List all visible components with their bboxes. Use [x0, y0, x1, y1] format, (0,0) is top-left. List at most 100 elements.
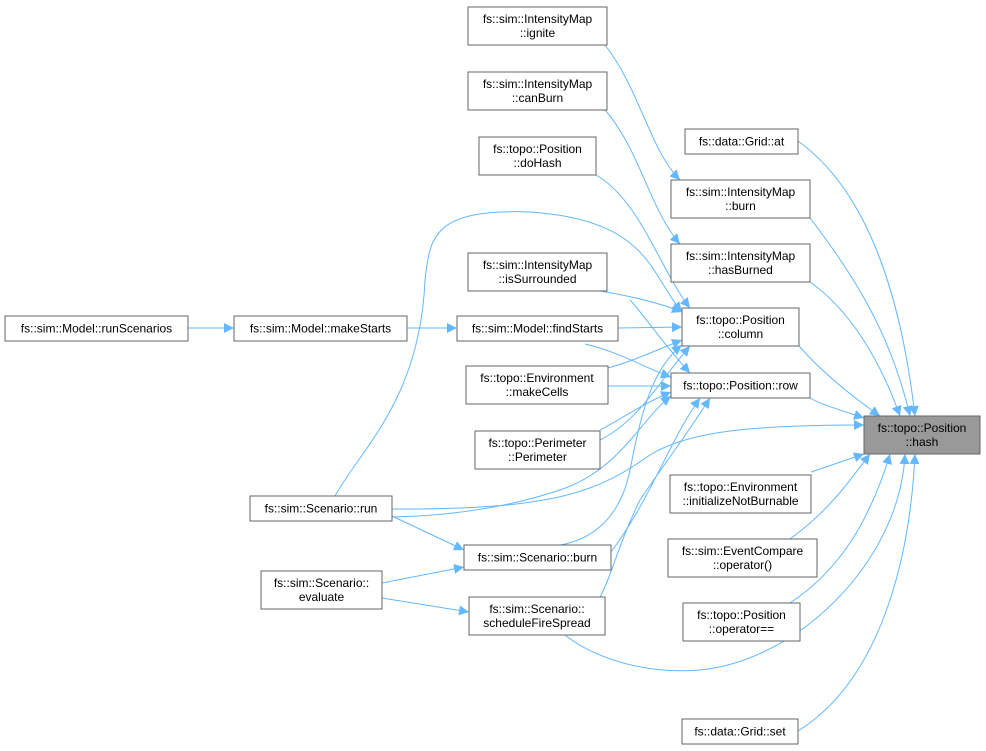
node-scenarioRun[interactable]: fs::sim::Scenario::run — [249, 495, 393, 522]
edge-row-to-isSurrounded — [629, 299, 691, 374]
node-box — [4, 315, 189, 342]
edge-column-to-doHash — [595, 174, 691, 309]
node-makeStarts[interactable]: fs::sim::Model::makeStarts — [233, 315, 408, 342]
edge-hash-to-operatorEq — [789, 453, 892, 604]
edge-hasBurned-to-canBurn — [604, 109, 681, 245]
node-label-line: ::operator== — [709, 622, 774, 636]
node-box — [681, 307, 800, 347]
node-label-line: fs::topo::Position — [697, 608, 786, 622]
edge-mapBurn-to-ignite — [604, 44, 681, 181]
edge-scenarioBurn-to-evaluate — [381, 564, 465, 584]
edge-column-to-makeCells — [607, 339, 683, 369]
node-label-line: fs::sim::Model::findStarts — [472, 322, 603, 336]
node-doHash[interactable]: fs::topo::Position::doHash — [478, 136, 597, 176]
node-box — [863, 415, 981, 455]
edge-column-to-isSurrounded — [599, 290, 683, 313]
node-label-line: scheduleFireSpread — [483, 616, 590, 630]
nodes: fs::sim::Model::runScenarios fs::sim::Mod… — [4, 6, 981, 745]
node-label-line: fs::sim::Model::makeStarts — [250, 322, 391, 336]
edge-hash-to-eventCompare — [789, 453, 871, 540]
node-box — [669, 474, 812, 514]
node-perimeter[interactable]: fs::topo::Perimeter::Perimeter — [474, 430, 601, 470]
node-label-line: fs::sim::Scenario::run — [265, 502, 378, 516]
node-row[interactable]: fs::topo::Position::row — [670, 372, 811, 399]
node-label-line: ::column — [718, 327, 763, 341]
node-box — [684, 128, 799, 155]
node-evaluate[interactable]: fs::sim::Scenario::evaluate — [260, 570, 383, 610]
edge-hash-to-mapBurn — [809, 217, 913, 417]
node-label-line: fs::sim::IntensityMap — [483, 258, 593, 272]
node-label-line: fs::sim::IntensityMap — [686, 249, 796, 263]
node-label-line: ::doHash — [513, 156, 561, 170]
node-runScenarios[interactable]: fs::sim::Model::runScenarios — [4, 315, 189, 342]
node-ignite[interactable]: fs::sim::IntensityMap::ignite — [467, 6, 608, 46]
node-scenarioBurn[interactable]: fs::sim::Scenario::burn — [463, 544, 612, 571]
edge-row-to-scenarioBurn — [610, 397, 701, 553]
edge-row-to-scheduleFireSpread — [599, 397, 711, 598]
node-box — [681, 718, 799, 745]
node-label-line: fs::sim::IntensityMap — [686, 185, 796, 199]
edge-hash-to-gridSet — [797, 453, 920, 732]
node-gridSet[interactable]: fs::data::Grid::set — [681, 718, 799, 745]
node-label-line: fs::data::Grid::at — [699, 135, 785, 149]
node-eventCompare[interactable]: fs::sim::EventCompare::operator() — [667, 538, 818, 578]
node-label-line: fs::sim::IntensityMap — [483, 12, 593, 26]
node-label-line: ::makeCells — [506, 385, 569, 399]
edge-row-to-scenarioRun — [391, 395, 672, 518]
node-box — [467, 6, 608, 46]
node-label-line: fs::topo::Position::row — [683, 379, 798, 393]
node-label-line: ::burn — [725, 199, 756, 213]
edge-column-to-scenarioRun — [334, 211, 683, 497]
node-makeCells[interactable]: fs::topo::Environment::makeCells — [465, 365, 609, 405]
node-box — [233, 315, 408, 342]
node-column[interactable]: fs::topo::Position::column — [681, 307, 800, 347]
node-box — [465, 365, 609, 405]
edge-hash-to-scheduleFireSpread — [564, 453, 910, 672]
node-label-line: ::initializeNotBurnable — [682, 494, 798, 508]
node-box — [467, 252, 608, 292]
edge-hash-to-scenarioRun — [391, 420, 865, 510]
node-label-line: ::hash — [906, 435, 939, 449]
node-box — [682, 602, 801, 642]
node-scheduleFireSpread[interactable]: fs::sim::Scenario::scheduleFireSpread — [468, 596, 606, 636]
node-box — [456, 315, 619, 342]
node-box — [463, 544, 612, 571]
node-findStarts[interactable]: fs::sim::Model::findStarts — [456, 315, 619, 342]
edge-hash-to-initNotBurnable — [810, 452, 865, 473]
node-box — [249, 495, 393, 522]
node-initNotBurnable[interactable]: fs::topo::Environment::initializeNotBurn… — [669, 474, 812, 514]
node-box — [670, 179, 811, 219]
node-label-line: fs::topo::Perimeter — [488, 436, 586, 450]
edge-scheduleFireSpread-to-evaluate — [381, 597, 470, 616]
edge-row-to-perimeter — [599, 391, 672, 431]
node-box — [474, 430, 601, 470]
node-box — [467, 71, 608, 111]
node-box — [260, 570, 383, 610]
node-canBurn[interactable]: fs::sim::IntensityMap::canBurn — [467, 71, 608, 111]
edge-column-to-scenarioBurn — [559, 344, 683, 546]
node-label-line: fs::sim::Scenario:: — [489, 602, 584, 616]
node-label-line: fs::sim::Scenario:: — [274, 576, 369, 590]
node-isSurrounded[interactable]: fs::sim::IntensityMap::isSurrounded — [467, 252, 608, 292]
node-label-line: ::hasBurned — [708, 263, 773, 277]
node-box — [670, 243, 811, 283]
node-box — [667, 538, 818, 578]
edges — [188, 44, 920, 732]
edge-scenarioBurn-to-scenarioRun — [391, 515, 465, 551]
node-box — [478, 136, 597, 176]
node-label-line: ::operator() — [713, 558, 772, 572]
edge-hash-to-hasBurned — [809, 281, 902, 417]
node-mapBurn[interactable]: fs::sim::IntensityMap::burn — [670, 179, 811, 219]
node-label-line: fs::sim::Scenario::burn — [478, 551, 597, 565]
node-hasBurned[interactable]: fs::sim::IntensityMap::hasBurned — [670, 243, 811, 283]
edge-hash-to-column — [798, 345, 881, 417]
node-hash[interactable]: fs::topo::Position::hash — [863, 415, 981, 455]
node-operatorEq[interactable]: fs::topo::Position::operator== — [682, 602, 801, 642]
node-label-line: fs::topo::Environment — [480, 371, 594, 385]
node-label-line: fs::topo::Environment — [684, 480, 798, 494]
node-label-line: fs::sim::IntensityMap — [483, 77, 593, 91]
node-box — [670, 372, 811, 399]
edge-hash-to-row — [809, 397, 865, 420]
node-gridAt[interactable]: fs::data::Grid::at — [684, 128, 799, 155]
